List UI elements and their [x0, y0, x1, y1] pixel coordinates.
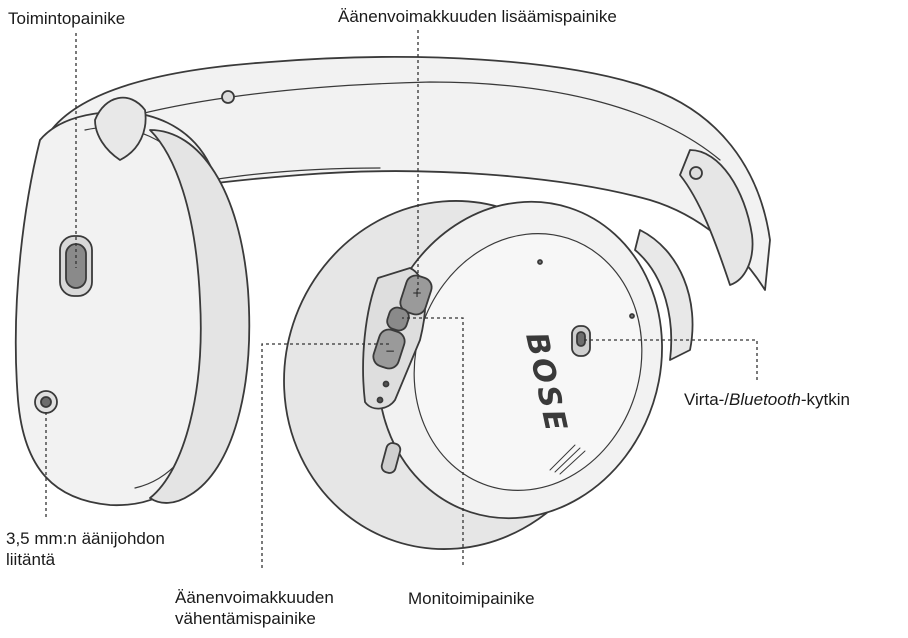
- minus-symbol: −: [385, 344, 395, 358]
- plus-symbol: +: [412, 286, 422, 300]
- label-multifunction: Monitoimipainike: [408, 588, 535, 609]
- label-volume-down: Äänenvoimakkuuden vähentämispainike: [175, 587, 334, 629]
- label-power-bluetooth: Virta-/Bluetooth-kytkin: [684, 389, 850, 410]
- label-volume-up: Äänenvoimakkuuden lisäämispainike: [338, 6, 617, 27]
- label-action-button: Toimintopainike: [8, 8, 125, 29]
- label-audio-jack: 3,5 mm:n äänijohdon liitäntä: [6, 528, 165, 570]
